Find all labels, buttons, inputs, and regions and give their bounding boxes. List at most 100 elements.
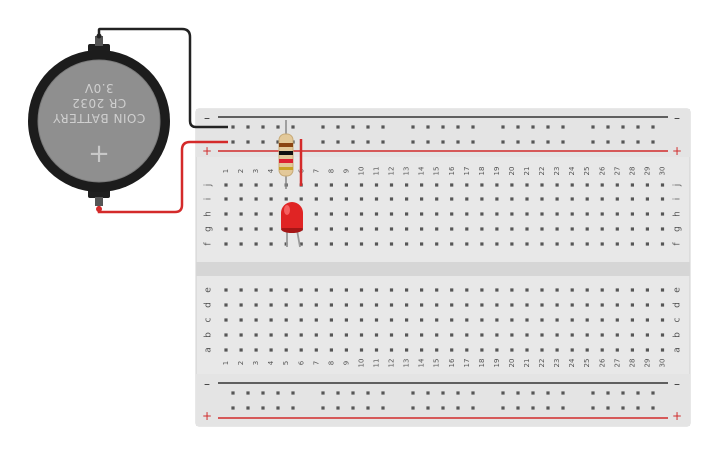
terminal-hole[interactable] xyxy=(420,197,424,201)
terminal-hole[interactable] xyxy=(450,242,454,246)
terminal-hole[interactable] xyxy=(374,227,379,231)
terminal-hole[interactable] xyxy=(299,348,303,352)
terminal-hole[interactable] xyxy=(480,333,484,337)
terminal-hole[interactable] xyxy=(389,288,394,292)
terminal-hole[interactable] xyxy=(269,288,273,292)
terminal-hole[interactable] xyxy=(585,303,589,307)
terminal-hole[interactable] xyxy=(450,183,454,187)
terminal-hole[interactable] xyxy=(525,288,529,292)
top-minus-rail-hole[interactable] xyxy=(606,125,610,129)
top-minus-rail-hole[interactable] xyxy=(276,125,280,129)
terminal-hole[interactable] xyxy=(525,303,529,307)
terminal-hole[interactable] xyxy=(540,303,544,307)
top-minus-rail-hole[interactable] xyxy=(441,125,445,129)
terminal-hole[interactable] xyxy=(239,227,243,231)
terminal-hole[interactable] xyxy=(314,348,318,352)
terminal-hole[interactable] xyxy=(269,303,273,307)
terminal-hole[interactable] xyxy=(570,242,574,246)
terminal-hole[interactable] xyxy=(525,242,529,246)
terminal-hole[interactable] xyxy=(660,288,665,292)
terminal-hole[interactable] xyxy=(450,303,454,307)
terminal-hole[interactable] xyxy=(555,242,559,246)
terminal-hole[interactable] xyxy=(284,288,288,292)
terminal-hole[interactable] xyxy=(600,303,604,307)
terminal-hole[interactable] xyxy=(630,333,634,337)
top-plus-rail-hole[interactable] xyxy=(321,140,325,144)
terminal-hole[interactable] xyxy=(600,348,604,352)
terminal-hole[interactable] xyxy=(269,318,273,322)
bottom-minus-rail-hole[interactable] xyxy=(591,391,595,395)
top-minus-rail-hole[interactable] xyxy=(291,125,295,129)
terminal-hole[interactable] xyxy=(480,242,484,246)
top-minus-rail-hole[interactable] xyxy=(531,125,535,129)
terminal-hole[interactable] xyxy=(420,227,424,231)
terminal-hole[interactable] xyxy=(314,288,318,292)
terminal-hole[interactable] xyxy=(645,212,649,216)
terminal-hole[interactable] xyxy=(510,242,514,246)
terminal-hole[interactable] xyxy=(344,348,348,352)
terminal-hole[interactable] xyxy=(525,183,529,187)
bottom-minus-rail-hole[interactable] xyxy=(276,391,280,395)
terminal-hole[interactable] xyxy=(314,227,318,231)
bottom-plus-rail-hole[interactable] xyxy=(336,406,340,410)
terminal-hole[interactable] xyxy=(269,333,273,337)
terminal-hole[interactable] xyxy=(254,288,258,292)
terminal-hole[interactable] xyxy=(405,227,409,231)
terminal-hole[interactable] xyxy=(374,288,379,292)
terminal-hole[interactable] xyxy=(540,242,544,246)
terminal-hole[interactable] xyxy=(570,288,574,292)
terminal-hole[interactable] xyxy=(359,303,364,307)
terminal-hole[interactable] xyxy=(389,348,394,352)
terminal-hole[interactable] xyxy=(555,318,559,322)
top-minus-rail-hole[interactable] xyxy=(231,125,235,129)
terminal-hole[interactable] xyxy=(600,242,604,246)
bottom-plus-rail-hole[interactable] xyxy=(261,406,265,410)
terminal-hole[interactable] xyxy=(585,348,589,352)
bottom-plus-rail-hole[interactable] xyxy=(321,406,325,410)
terminal-hole[interactable] xyxy=(585,242,589,246)
terminal-hole[interactable] xyxy=(405,318,409,322)
terminal-hole[interactable] xyxy=(329,183,333,187)
terminal-hole[interactable] xyxy=(344,318,348,322)
terminal-hole[interactable] xyxy=(510,197,514,201)
terminal-hole[interactable] xyxy=(645,288,649,292)
terminal-hole[interactable] xyxy=(329,212,333,216)
terminal-hole[interactable] xyxy=(510,183,514,187)
top-minus-rail-hole[interactable] xyxy=(591,125,595,129)
terminal-hole[interactable] xyxy=(420,212,424,216)
terminal-hole[interactable] xyxy=(510,227,514,231)
terminal-hole[interactable] xyxy=(435,288,439,292)
bottom-plus-rail-hole[interactable] xyxy=(381,406,385,410)
top-plus-rail-hole[interactable] xyxy=(591,140,595,144)
top-plus-rail-hole[interactable] xyxy=(381,140,385,144)
bottom-minus-rail-hole[interactable] xyxy=(546,391,550,395)
terminal-hole[interactable] xyxy=(510,348,514,352)
terminal-hole[interactable] xyxy=(344,288,348,292)
terminal-hole[interactable] xyxy=(224,303,228,307)
terminal-hole[interactable] xyxy=(660,227,665,231)
terminal-hole[interactable] xyxy=(615,212,619,216)
terminal-hole[interactable] xyxy=(510,212,514,216)
bottom-minus-rail-hole[interactable] xyxy=(636,391,640,395)
bottom-plus-rail-hole[interactable] xyxy=(561,406,565,410)
terminal-hole[interactable] xyxy=(540,333,544,337)
terminal-hole[interactable] xyxy=(585,288,589,292)
terminal-hole[interactable] xyxy=(495,227,499,231)
terminal-hole[interactable] xyxy=(510,303,514,307)
terminal-hole[interactable] xyxy=(525,318,529,322)
terminal-hole[interactable] xyxy=(344,183,348,187)
terminal-hole[interactable] xyxy=(284,348,288,352)
terminal-hole[interactable] xyxy=(615,227,619,231)
top-minus-rail-hole[interactable] xyxy=(546,125,550,129)
terminal-hole[interactable] xyxy=(435,242,439,246)
positive-wire[interactable] xyxy=(97,140,228,214)
terminal-hole[interactable] xyxy=(224,183,228,187)
terminal-hole[interactable] xyxy=(374,348,379,352)
bottom-minus-rail-hole[interactable] xyxy=(441,391,445,395)
coin-battery[interactable]: COIN BATTERY CR 2032 3.0V + xyxy=(28,36,170,206)
terminal-hole[interactable] xyxy=(615,197,619,201)
terminal-hole[interactable] xyxy=(495,303,499,307)
terminal-hole[interactable] xyxy=(510,333,514,337)
bottom-plus-rail-hole[interactable] xyxy=(351,406,355,410)
terminal-hole[interactable] xyxy=(284,303,288,307)
